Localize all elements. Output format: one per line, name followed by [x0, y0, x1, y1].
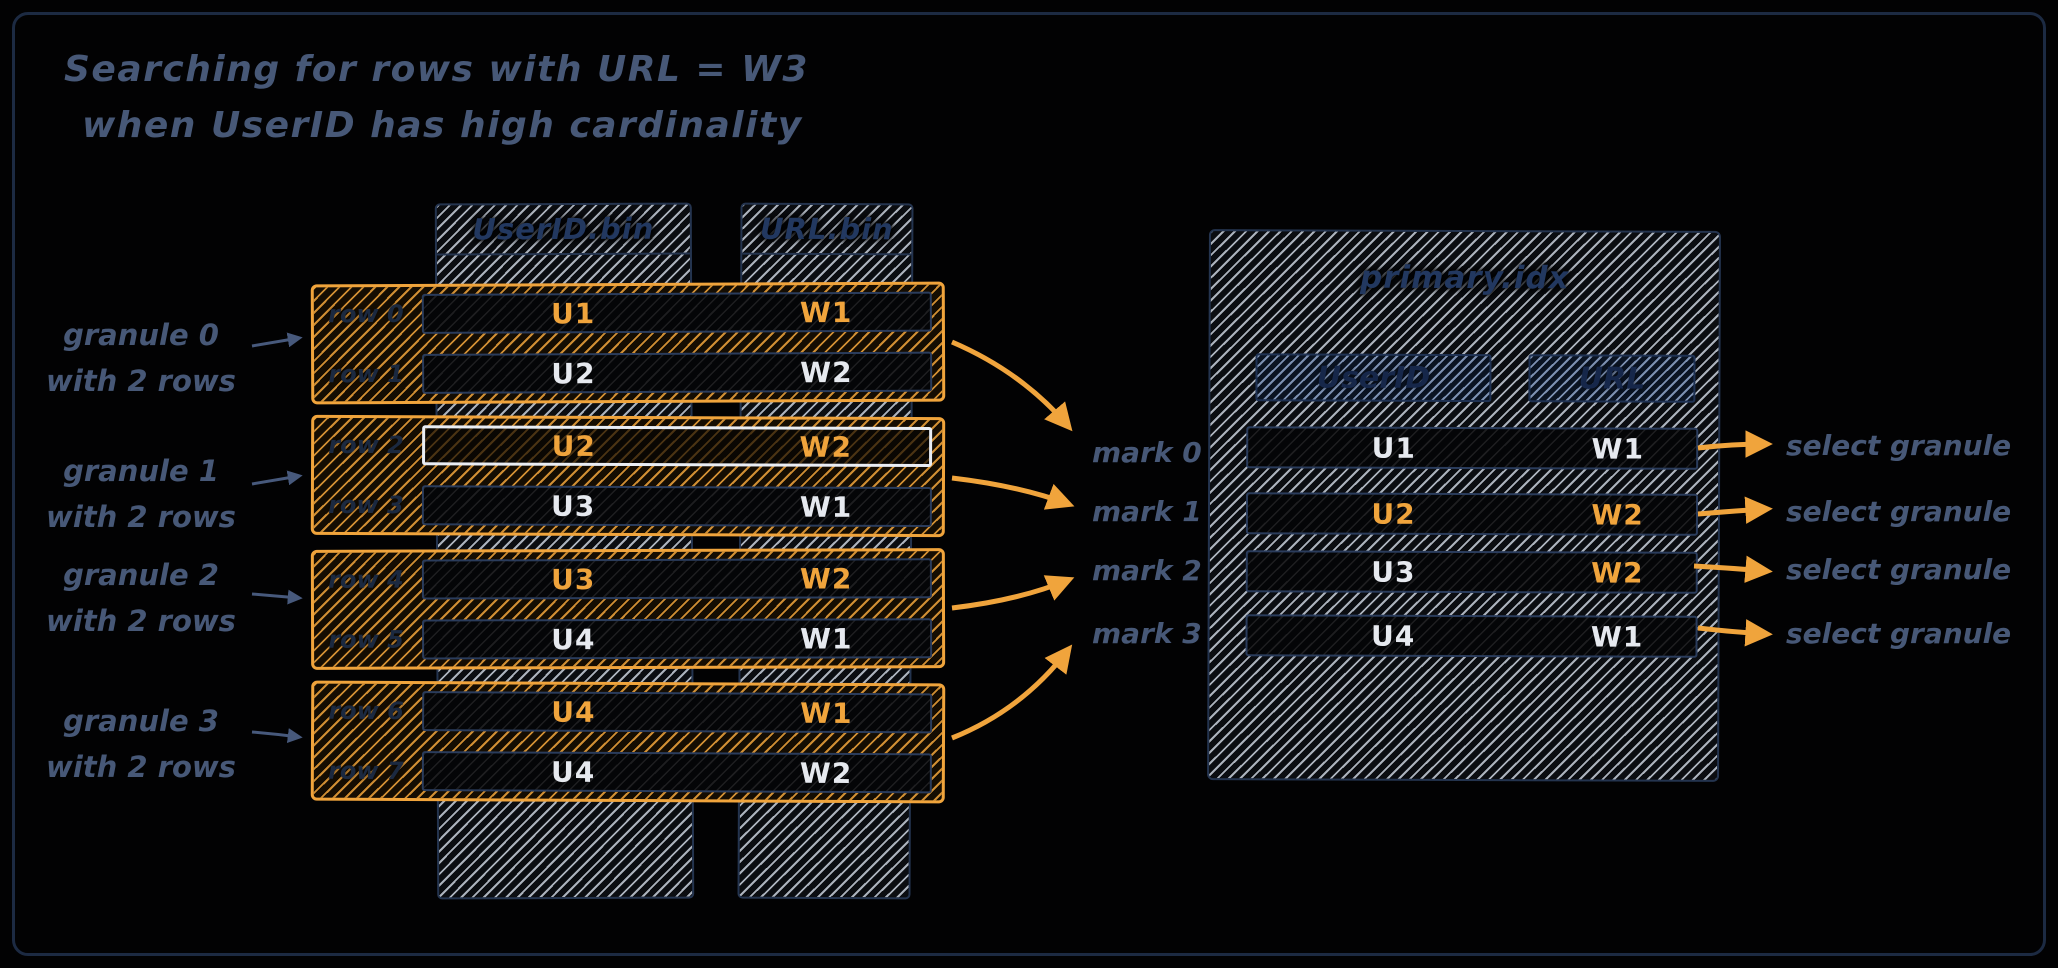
- url-value: W1: [1590, 619, 1644, 654]
- granule-label-line-2: with 2 rows: [46, 364, 236, 398]
- select-granule-label-1: select granule: [1786, 495, 2012, 528]
- index-mark-row: U1 W1: [1246, 426, 1699, 470]
- userid-value: U1: [1371, 431, 1416, 465]
- userid-value: U4: [1370, 619, 1416, 653]
- granule-box-0: row 0 row 1 U1 W1 U2 W2: [310, 281, 946, 405]
- index-mark-row: U4 W1: [1245, 614, 1698, 658]
- url-value: W1: [800, 621, 853, 656]
- userid-value: U3: [1371, 555, 1416, 589]
- granule-1-row-labels: row 2 row 3: [314, 418, 418, 532]
- userid-value: U3: [550, 489, 596, 523]
- row-label: row 0: [328, 299, 404, 329]
- userid-value: U4: [551, 622, 596, 656]
- row-label: row 4: [328, 565, 404, 594]
- primary-idx-box: primary.idx UserID URL U1 W1 U2 W2 U3 W2…: [1207, 229, 1721, 782]
- select-granule-label-0: select granule: [1786, 429, 2012, 462]
- url-value: W1: [799, 295, 853, 329]
- table-row: U1 W1: [421, 291, 932, 334]
- mark-label-2: mark 2: [1092, 554, 1202, 587]
- select-granule-label-3: select granule: [1786, 617, 2012, 650]
- mark-label-1: mark 1: [1092, 495, 1202, 528]
- row-label: row 5: [328, 625, 404, 654]
- granule-box-3: row 6 row 7 U4 W1 U4 W2: [310, 680, 946, 804]
- granule-label-line-1: granule 3: [63, 704, 219, 738]
- userid-bin-header: UserID.bin: [436, 204, 690, 256]
- url-value: W2: [1591, 555, 1644, 590]
- table-row-highlighted: U2 W2: [422, 425, 933, 468]
- title-line-1: Searching for rows with URL = W3: [64, 49, 809, 90]
- table-row: U3 W2: [421, 558, 932, 600]
- granule-3-row-labels: row 6 row 7: [314, 684, 418, 798]
- url-value: W1: [1591, 431, 1645, 466]
- table-row: U3 W1: [421, 485, 932, 528]
- userid-value: U4: [550, 755, 596, 789]
- primary-idx-userid-header: UserID: [1255, 353, 1492, 403]
- diagram-frame: [12, 12, 2046, 956]
- granule-2-row-labels: row 4 row 5: [314, 553, 418, 667]
- url-value: W2: [799, 756, 853, 790]
- granule-label-0: granule 0 with 2 rows: [36, 312, 246, 404]
- index-mark-row: U2 W2: [1245, 492, 1699, 536]
- granule-box-1: row 2 row 3 U2 W2 U3 W1: [310, 414, 946, 538]
- primary-idx-title: primary.idx: [1359, 259, 1570, 297]
- userid-value: U2: [1371, 497, 1416, 531]
- row-label: row 3: [328, 490, 404, 520]
- granule-label-line-2: with 2 rows: [46, 750, 236, 784]
- userid-value: U4: [551, 695, 596, 729]
- table-row: U2 W2: [422, 351, 933, 394]
- url-value: W2: [800, 355, 853, 389]
- granule-label-line-1: granule 1: [63, 454, 219, 488]
- granule-3-rows: U4 W1 U4 W2: [418, 684, 942, 800]
- row-label: row 6: [328, 696, 404, 726]
- url-value: W1: [799, 490, 853, 524]
- granule-label-3: granule 3 with 2 rows: [36, 698, 246, 790]
- row-label: row 2: [328, 430, 404, 460]
- mark-label-3: mark 3: [1092, 617, 1202, 650]
- granule-0-row-labels: row 0 row 1: [314, 287, 418, 401]
- userid-value: U2: [551, 429, 596, 463]
- granule-0-rows: U1 W1 U2 W2: [418, 285, 942, 401]
- url-bin-header: URL.bin: [742, 204, 912, 256]
- userid-value: U1: [550, 296, 596, 330]
- url-value: W2: [799, 430, 853, 464]
- index-mark-row: U3 W2: [1245, 550, 1698, 594]
- url-value: W2: [799, 561, 853, 596]
- row-label: row 7: [328, 756, 404, 786]
- title-line-2: when UserID has high cardinality: [82, 105, 803, 146]
- table-row: U4 W1: [422, 691, 933, 734]
- mark-label-0: mark 0: [1092, 436, 1202, 469]
- granule-2-rows: U3 W2 U4 W1: [418, 551, 942, 666]
- url-value: W1: [800, 696, 853, 730]
- granule-label-1: granule 1 with 2 rows: [36, 448, 246, 540]
- granule-label-line-1: granule 0: [63, 318, 219, 352]
- primary-idx-url-header: URL: [1528, 354, 1696, 403]
- select-granule-label-2: select granule: [1786, 553, 2012, 586]
- url-value: W2: [1591, 497, 1644, 532]
- table-row: U4 W1: [422, 618, 933, 660]
- granule-label-line-1: granule 2: [63, 558, 219, 592]
- granule-label-line-2: with 2 rows: [46, 500, 236, 534]
- granule-box-2: row 4 row 5 U3 W2 U4 W1: [310, 548, 946, 670]
- userid-value: U2: [551, 356, 596, 390]
- granule-label-2: granule 2 with 2 rows: [36, 552, 246, 644]
- table-row: U4 W2: [421, 751, 932, 794]
- granule-1-rows: U2 W2 U3 W1: [418, 418, 942, 534]
- granule-label-line-2: with 2 rows: [46, 604, 236, 638]
- userid-value: U3: [551, 562, 596, 596]
- row-label: row 1: [328, 359, 404, 389]
- diagram-title: Searching for rows with URL = W3 when Us…: [64, 42, 809, 154]
